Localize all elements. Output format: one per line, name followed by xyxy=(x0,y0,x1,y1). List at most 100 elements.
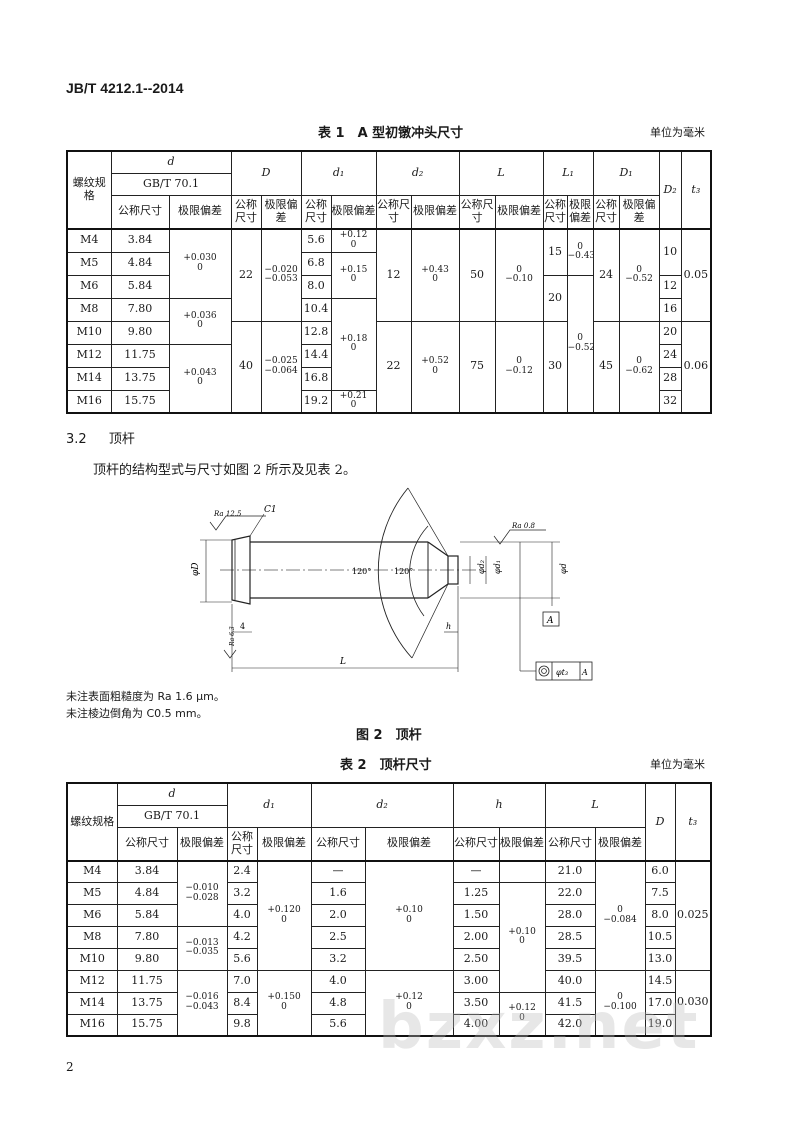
t2-h-tol: 极限偏差 xyxy=(364,826,454,862)
t1-h-D: D xyxy=(230,150,302,196)
t1-h-thread: 螺纹规格 xyxy=(66,150,112,230)
table-cell: −0.016−0.043 xyxy=(176,969,228,1037)
t2-h-d1: d₁ xyxy=(226,782,312,828)
section-title: 顶杆 xyxy=(108,432,135,447)
t1-h-L: L xyxy=(458,150,544,196)
table-cell: M16 xyxy=(66,1013,118,1037)
angle-label: 120° xyxy=(394,567,413,576)
table-cell: 2.4 xyxy=(226,860,258,883)
table-cell: 4.0 xyxy=(226,903,258,927)
t2-h-tol: 极限偏差 xyxy=(176,826,228,862)
table-cell: 8.0 xyxy=(300,274,332,299)
table1: 螺纹规格 d D d₁ d₂ L L₁ D₁ D₂ t₃ GB/T 70.1 公… xyxy=(66,150,713,414)
table-cell: 10.5 xyxy=(644,925,676,949)
table-cell: 6.0 xyxy=(644,860,676,883)
table-cell: M8 xyxy=(66,925,118,949)
t2-h-tol: 极限偏差 xyxy=(498,826,546,862)
table-cell: 1.6 xyxy=(310,881,366,905)
t2-h-nom: 公称尺寸 xyxy=(116,826,178,862)
figure-note: 未注棱边倒角为 C0.5 mm。 xyxy=(66,707,208,720)
roughness-label: Ra 12.5 xyxy=(213,510,242,518)
section-number: 3.2 xyxy=(66,432,87,447)
table-cell: 0−0.52 xyxy=(566,274,594,414)
table-cell: 28.5 xyxy=(544,925,596,949)
t1-h-d: d xyxy=(110,150,232,174)
t2-h-L: L xyxy=(544,782,646,828)
roughness-label: Ra 6.3 xyxy=(229,626,236,647)
table-cell: — xyxy=(310,860,366,883)
table-cell: 1.50 xyxy=(452,903,500,927)
watermark: bzxz.net xyxy=(378,990,700,1064)
table-cell: 0.030 xyxy=(674,969,713,1037)
t1-h-tol: 极限偏差 xyxy=(260,194,302,230)
t1-h-nom: 公称尺寸 xyxy=(592,194,620,230)
table-cell: 3.2 xyxy=(226,881,258,905)
table-cell: 10 xyxy=(658,228,682,276)
table-cell: 0−0.10 xyxy=(494,228,544,322)
table-cell: 6.8 xyxy=(300,251,332,276)
t1-h-t3: t₃ xyxy=(680,150,713,230)
t2-h-d: d xyxy=(116,782,228,806)
table-cell: 4.00 xyxy=(452,1013,500,1037)
table-cell: −0.010−0.028 xyxy=(176,860,228,927)
table-cell: 15 xyxy=(542,228,568,276)
table-cell: 4.84 xyxy=(116,881,178,905)
table2-caption: 表 2 顶杆尺寸 xyxy=(340,758,432,773)
table-cell: 0.05 xyxy=(680,228,713,322)
t1-h-gb: GB/T 70.1 xyxy=(110,172,232,196)
standard-code: JB/T 4212.1--2014 xyxy=(66,80,184,96)
t2-h-nom: 公称尺寸 xyxy=(310,826,366,862)
table-cell: 19.0 xyxy=(644,1013,676,1037)
dim-label-4: 4 xyxy=(240,622,245,631)
table-cell: −0.013−0.035 xyxy=(176,925,228,971)
table-cell: 8.0 xyxy=(644,903,676,927)
table-cell: 0−0.43 xyxy=(566,228,594,276)
t2-h-D: D xyxy=(644,782,676,862)
table-cell: M14 xyxy=(66,991,118,1015)
table-cell: 39.5 xyxy=(544,947,596,971)
table-cell: 16.8 xyxy=(300,366,332,391)
table-cell: M10 xyxy=(66,320,112,345)
tolerance-value: φt₃ xyxy=(556,668,568,677)
table-cell: 11.75 xyxy=(110,343,170,368)
t1-h-tol: 极限偏差 xyxy=(410,194,460,230)
dim-label-phid1: φd₁ xyxy=(493,560,502,574)
table-cell: M4 xyxy=(66,228,112,253)
table-cell: 4.8 xyxy=(310,991,366,1015)
table-cell: 14.5 xyxy=(644,969,676,993)
t1-h-nom: 公称尺寸 xyxy=(458,194,496,230)
table-cell: 32 xyxy=(658,389,682,414)
table-cell: 3.00 xyxy=(452,969,500,993)
t1-h-nom: 公称尺寸 xyxy=(230,194,262,230)
dim-label-phiD: φD xyxy=(191,562,201,576)
table-cell: 2.5 xyxy=(310,925,366,949)
table-cell: 20 xyxy=(658,320,682,345)
table2: 螺纹规格 d d₁ d₂ h L D t₃ GB/T 70.1 公称尺寸 极限偏… xyxy=(66,782,713,1037)
table-cell: 50 xyxy=(458,228,496,322)
table-cell: 1.25 xyxy=(452,881,500,905)
table-cell: 10.4 xyxy=(300,297,332,322)
table-cell: 19.2 xyxy=(300,389,332,414)
table-cell: 4.0 xyxy=(310,969,366,993)
t1-h-L1: L₁ xyxy=(542,150,594,196)
table-cell: 0−0.084 xyxy=(594,860,646,971)
table-cell: 12.8 xyxy=(300,320,332,345)
t2-h-t3: t₃ xyxy=(674,782,713,862)
table-cell: 15.75 xyxy=(110,389,170,414)
table-cell: M6 xyxy=(66,903,118,927)
table-cell: 22 xyxy=(230,228,262,322)
t1-h-tol: 极限偏差 xyxy=(494,194,544,230)
table-cell: 11.75 xyxy=(116,969,178,993)
table-cell: 4.2 xyxy=(226,925,258,949)
table-cell: 0.025 xyxy=(674,860,713,971)
table-cell: 28.0 xyxy=(544,903,596,927)
table-cell: −0.020−0.053 xyxy=(260,228,302,322)
